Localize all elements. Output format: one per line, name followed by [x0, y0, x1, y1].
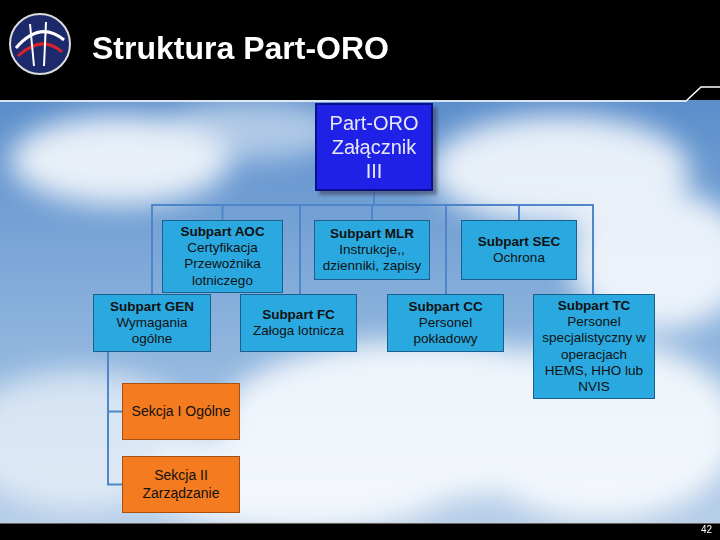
- box-heading: Subpart MLR: [330, 226, 414, 242]
- box-text: Wymagania ogólne: [98, 315, 206, 347]
- box-text: Ochrona: [493, 250, 545, 266]
- footer-bar: [0, 523, 720, 540]
- slide-title: Struktura Part-ORO: [92, 30, 389, 67]
- header-bar: [0, 0, 720, 100]
- box-heading: Subpart FC: [262, 307, 335, 323]
- box-text: Instrukcje,, dzienniki, zapisy: [319, 242, 425, 274]
- header-line: [0, 87, 720, 101]
- subpart-box: Subpart AOCCertyfikacja Przewoźnika lotn…: [162, 220, 283, 293]
- subpart-box: Subpart CCPersonel pokładowy: [387, 294, 504, 352]
- section-box: Sekcja II Zarządzanie: [122, 456, 240, 513]
- footer-line: [0, 523, 720, 524]
- box-heading: Subpart GEN: [110, 299, 194, 315]
- box-text: Part-ORO Załącznik III: [321, 111, 427, 183]
- subpart-box: Subpart SECOchrona: [461, 220, 577, 280]
- box-heading: Subpart TC: [558, 298, 631, 314]
- connector-line: [108, 352, 122, 485]
- connector-line: [108, 352, 122, 412]
- box-text: Personel specjalistyczny w operacjach HE…: [538, 314, 650, 395]
- box-text: Sekcja II Zarządzanie: [127, 467, 235, 502]
- box-heading: Subpart SEC: [478, 234, 561, 250]
- box-text: Załoga lotnicza: [253, 323, 344, 339]
- subpart-box: Subpart TCPersonel specjalistyczny w ope…: [533, 294, 655, 399]
- subpart-box: Subpart MLRInstrukcje,, dzienniki, zapis…: [314, 220, 430, 280]
- box-text: Certyfikacja Przewoźnika lotniczego: [167, 240, 278, 289]
- page-number: 42: [701, 524, 712, 535]
- root-box: Part-ORO Załącznik III: [315, 103, 433, 191]
- logo: [10, 14, 70, 74]
- box-text: Sekcja I Ogólne: [132, 403, 231, 421]
- box-text: Personel pokładowy: [392, 315, 499, 347]
- subpart-box: Subpart GENWymagania ogólne: [93, 294, 211, 352]
- section-box: Sekcja I Ogólne: [122, 383, 240, 440]
- clouds: [0, 100, 720, 530]
- box-heading: Subpart CC: [408, 299, 482, 315]
- box-heading: Subpart AOC: [180, 224, 264, 240]
- subpart-box: Subpart FCZałoga lotnicza: [240, 294, 357, 352]
